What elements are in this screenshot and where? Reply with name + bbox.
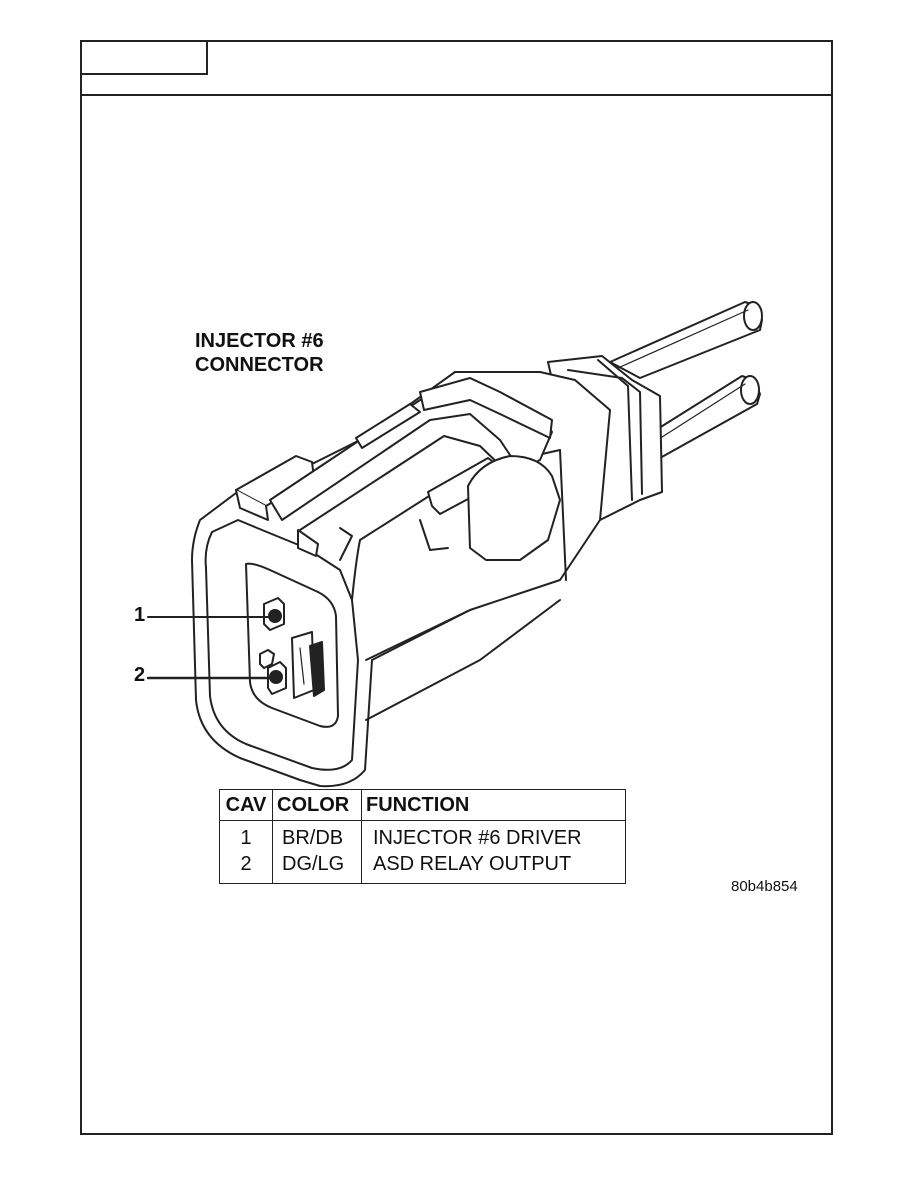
page-frame bbox=[80, 40, 833, 1135]
header-band bbox=[82, 42, 831, 96]
table-row: 2 DG/LG ASD RELAY OUTPUT bbox=[219, 851, 626, 884]
locking-latch bbox=[235, 377, 561, 561]
table-row: 1 BR/DB INJECTOR #6 DRIVER bbox=[219, 820, 626, 851]
cell-cav: 1 bbox=[219, 820, 273, 851]
header-function: FUNCTION bbox=[361, 789, 626, 821]
header-cav: CAV bbox=[219, 789, 273, 821]
connector-title-line1: INJECTOR #6 bbox=[195, 330, 324, 352]
table-header-row: CAV COLOR FUNCTION bbox=[219, 789, 626, 821]
cell-color: BR/DB bbox=[272, 820, 362, 851]
terminal-cavity-1 bbox=[263, 597, 285, 631]
cell-cav: 2 bbox=[219, 851, 273, 884]
cell-function: INJECTOR #6 DRIVER bbox=[373, 827, 582, 849]
cell-function: ASD RELAY OUTPUT bbox=[373, 853, 572, 875]
wire-upper bbox=[609, 301, 763, 379]
figure-id: 80b4b854 bbox=[731, 878, 798, 895]
header-color: COLOR bbox=[272, 789, 362, 821]
header-tab bbox=[82, 42, 208, 75]
terminal-key-slot bbox=[291, 631, 325, 699]
connector-title-line2: CONNECTOR bbox=[195, 354, 324, 376]
callout-label-1: 1 bbox=[134, 604, 146, 626]
cavity-1-dot bbox=[268, 609, 282, 623]
cell-color: DG/LG bbox=[272, 851, 362, 884]
pinout-table: CAV COLOR FUNCTION 1 BR/DB INJECTOR #6 D… bbox=[219, 789, 626, 884]
callout-label-2: 2 bbox=[134, 664, 146, 686]
